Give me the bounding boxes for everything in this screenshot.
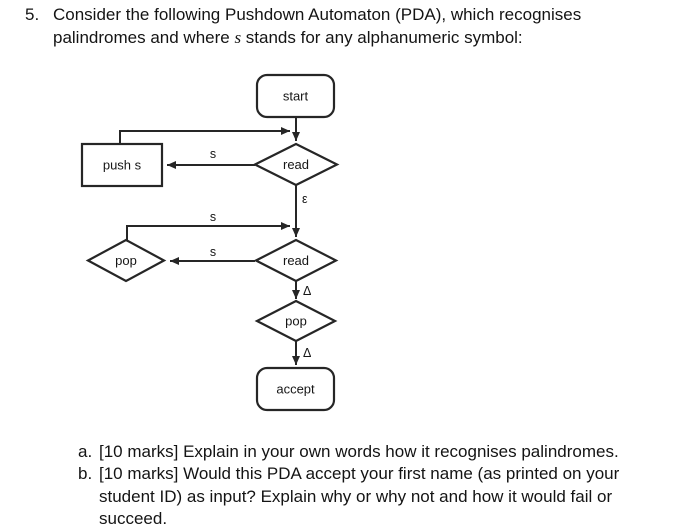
edge-label-delta-pop-accept: Δ xyxy=(303,346,311,360)
subquestion-a-line-1: [10 marks] Explain in your own words how… xyxy=(99,442,619,461)
question-line-1: Consider the following Pushdown Automato… xyxy=(53,5,582,24)
edge-label-delta-read-pop: Δ xyxy=(303,284,311,298)
node-start xyxy=(255,73,336,119)
pda-flowchart: start read push s pop read pop accept s … xyxy=(80,73,340,412)
node-read-top xyxy=(252,142,340,187)
subquestion-a-label: a. xyxy=(78,442,93,461)
edge-pop-loop-to-read2 xyxy=(126,222,290,240)
question-header: 5. Consider the following Pushdown Autom… xyxy=(25,3,581,49)
node-push-s-label: push s xyxy=(103,158,142,173)
question-number: 5. xyxy=(25,5,40,24)
edge-label-epsilon: ε xyxy=(302,192,308,206)
subquestion-b-line-2: student ID) as input? Explain why or why… xyxy=(99,486,613,506)
node-pop-bottom xyxy=(254,299,338,343)
edge-push-loop-to-read xyxy=(119,127,290,144)
subquestion-b-text: [10 marks] Would this PDA accept your fi… xyxy=(99,463,619,530)
edge-label-s-pop-loop: s xyxy=(210,210,216,224)
node-push-s xyxy=(80,142,164,188)
question-text: Consider the following Pushdown Automato… xyxy=(53,3,581,49)
node-read-bottom xyxy=(253,238,339,283)
subquestion-a-text: [10 marks] Explain in your own words how… xyxy=(99,441,619,463)
subquestion-b-label: b. xyxy=(78,464,93,484)
subquestion-b-line-1: [10 marks] Would this PDA accept your fi… xyxy=(99,464,620,484)
node-pop-bottom-label: pop xyxy=(285,314,307,329)
flowchart-nodes xyxy=(80,73,340,412)
question-line-2-before: palindromes and where xyxy=(53,28,235,47)
symbol-s-variable: s xyxy=(234,28,242,47)
node-accept xyxy=(255,366,336,412)
node-pop-left xyxy=(85,238,167,283)
question-line-2: palindromes and where s stands for any a… xyxy=(53,26,581,49)
node-pop-left-label: pop xyxy=(115,253,137,268)
node-read-top-label: read xyxy=(283,157,309,172)
node-accept-label: accept xyxy=(276,382,315,397)
edge-label-s-read-push: s xyxy=(210,147,216,161)
flowchart-edges xyxy=(119,117,300,365)
subquestions: a. [10 marks] Explain in your own words … xyxy=(78,441,619,531)
subquestion-b-line-3: succeed. xyxy=(99,509,168,529)
edge-label-s-read-pop: s xyxy=(210,245,216,259)
flowchart-labels: start read push s pop read pop accept s … xyxy=(103,89,315,397)
subquestion-a: a. [10 marks] Explain in your own words … xyxy=(78,441,619,463)
node-start-label: start xyxy=(283,89,309,104)
subquestion-b: b. [10 marks] Would this PDA accept your… xyxy=(78,463,619,530)
question-line-2-after: stands for any alphanumeric symbol: xyxy=(241,28,523,47)
node-read-bottom-label: read xyxy=(283,253,309,268)
